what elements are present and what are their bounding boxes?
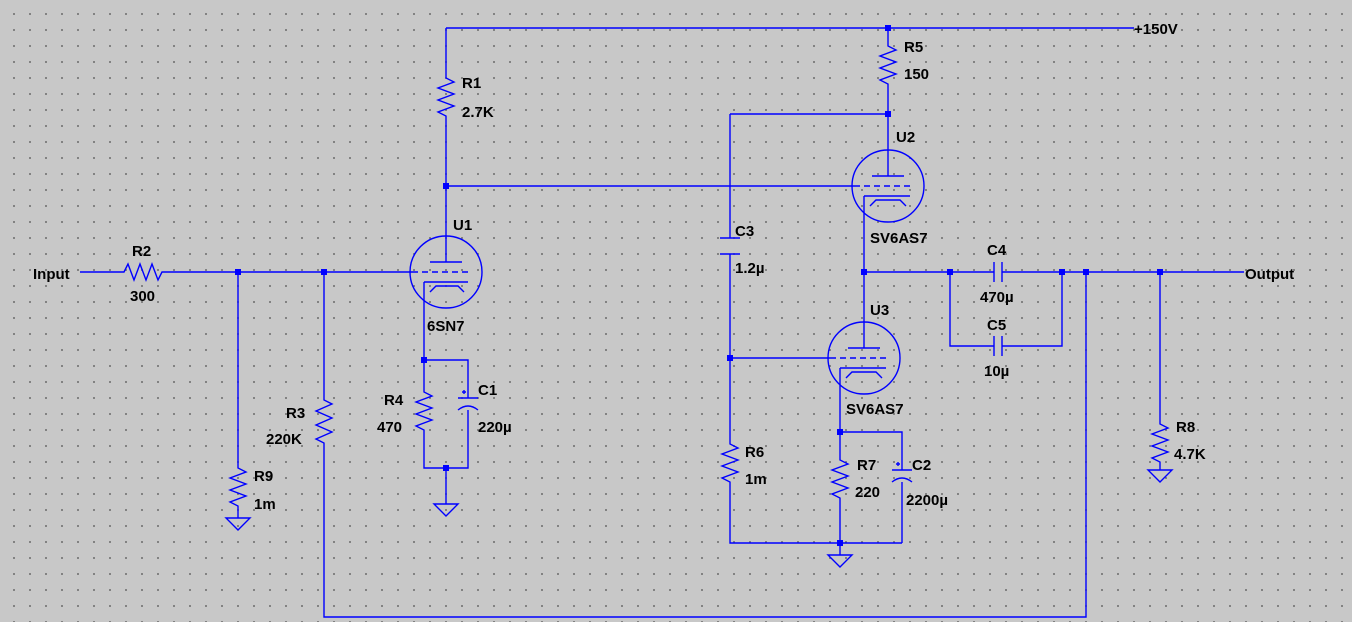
resistor-r4[interactable] xyxy=(414,386,434,436)
junction-dot xyxy=(1083,269,1089,275)
u3-value: SV6AS7 xyxy=(846,401,904,418)
r6-ref: R6 xyxy=(745,444,764,461)
junction-dot xyxy=(837,540,843,546)
c3-value: 1.2µ xyxy=(735,260,765,277)
r4-ref: R4 xyxy=(384,392,404,409)
r6-value: 1m xyxy=(745,471,767,488)
tube-u2[interactable] xyxy=(851,149,925,230)
junction-dot xyxy=(235,269,241,275)
r2-value: 300 xyxy=(130,288,155,305)
resistor-r8[interactable] xyxy=(1150,418,1170,466)
c5-right-wire[interactable] xyxy=(1002,272,1063,347)
capacitor-c4[interactable] xyxy=(993,262,1003,282)
resistor-r3[interactable] xyxy=(314,390,334,452)
c1-bottom-wire[interactable] xyxy=(423,410,469,469)
junctions xyxy=(235,25,1163,546)
r5-value: 150 xyxy=(904,66,929,83)
junction-dot xyxy=(727,355,733,361)
junction-dot xyxy=(861,269,867,275)
junction-dot xyxy=(947,269,953,275)
resistor-r2[interactable] xyxy=(118,262,168,282)
junction-dot xyxy=(421,357,427,363)
c1-value: 220µ xyxy=(478,419,512,436)
r3-value: 220K xyxy=(266,431,302,448)
c1-ref: C1 xyxy=(478,382,497,399)
junction-dot xyxy=(443,465,449,471)
c5-ref: C5 xyxy=(987,317,1006,334)
c4-value: 470µ xyxy=(980,289,1014,306)
capacitor-c1[interactable] xyxy=(457,386,479,411)
capacitor-c3[interactable] xyxy=(720,237,740,255)
c5-left-wire[interactable] xyxy=(949,272,994,347)
resistor-r7[interactable] xyxy=(830,454,850,506)
u1-cathode-wire[interactable] xyxy=(423,306,469,386)
c2-top-wire[interactable] xyxy=(840,431,903,458)
resistor-r5[interactable] xyxy=(878,40,898,88)
r1-value: 2.7K xyxy=(462,104,494,121)
c3-ref: C3 xyxy=(735,223,754,240)
junction-dot xyxy=(321,269,327,275)
junction-dot xyxy=(1157,269,1163,275)
r2-ref: R2 xyxy=(132,243,151,260)
tube-u3[interactable] xyxy=(827,321,901,398)
u1-value: 6SN7 xyxy=(427,318,465,335)
r6-ground-wire[interactable] xyxy=(729,490,902,544)
r7-ref: R7 xyxy=(857,457,876,474)
ground-icon xyxy=(432,503,460,517)
c2-ref: C2 xyxy=(912,457,931,474)
r1-ref: R1 xyxy=(462,75,481,92)
capacitor-c5[interactable] xyxy=(993,336,1003,356)
grounds xyxy=(224,466,1174,568)
c5-value: 10µ xyxy=(984,363,1009,380)
c4-ref: C4 xyxy=(987,242,1007,259)
r7-value: 220 xyxy=(855,484,880,501)
wires xyxy=(80,27,1244,618)
feedback-wire[interactable] xyxy=(323,272,1087,618)
u1-ref: U1 xyxy=(453,217,472,234)
output-net-label: Output xyxy=(1245,266,1294,283)
junction-dot xyxy=(1059,269,1065,275)
r5-ref: R5 xyxy=(904,39,923,56)
ground-icon xyxy=(224,512,252,531)
labels: +150V Input Output R1 2.7K R5 150 R2 300… xyxy=(33,21,1294,513)
junction-dot xyxy=(837,429,843,435)
junction-dot xyxy=(885,25,891,31)
r9-ref: R9 xyxy=(254,468,273,485)
junction-dot xyxy=(885,111,891,117)
c2-value: 2200µ xyxy=(906,492,948,509)
u3-ref: U3 xyxy=(870,302,889,319)
r9-value: 1m xyxy=(254,496,276,513)
r8-value: 4.7K xyxy=(1174,446,1206,463)
ground-icon xyxy=(826,554,854,568)
resistor-r6[interactable] xyxy=(720,438,740,490)
resistor-r9[interactable] xyxy=(228,462,248,512)
u2-ref: U2 xyxy=(896,129,915,146)
input-net-label: Input xyxy=(33,266,70,283)
ground-icon xyxy=(1146,466,1174,483)
r4-value: 470 xyxy=(377,419,402,436)
supply-net-label: +150V xyxy=(1134,21,1178,38)
tubes xyxy=(409,149,925,398)
resistor-r1[interactable] xyxy=(436,72,456,120)
capacitor-c2[interactable] xyxy=(891,458,913,483)
junction-dot xyxy=(443,183,449,189)
capacitors xyxy=(457,237,1003,483)
r8-ref: R8 xyxy=(1176,419,1195,436)
tube-u1[interactable] xyxy=(409,235,483,309)
r3-ref: R3 xyxy=(286,405,305,422)
u2-value: SV6AS7 xyxy=(870,230,928,247)
resistors xyxy=(118,40,1170,512)
